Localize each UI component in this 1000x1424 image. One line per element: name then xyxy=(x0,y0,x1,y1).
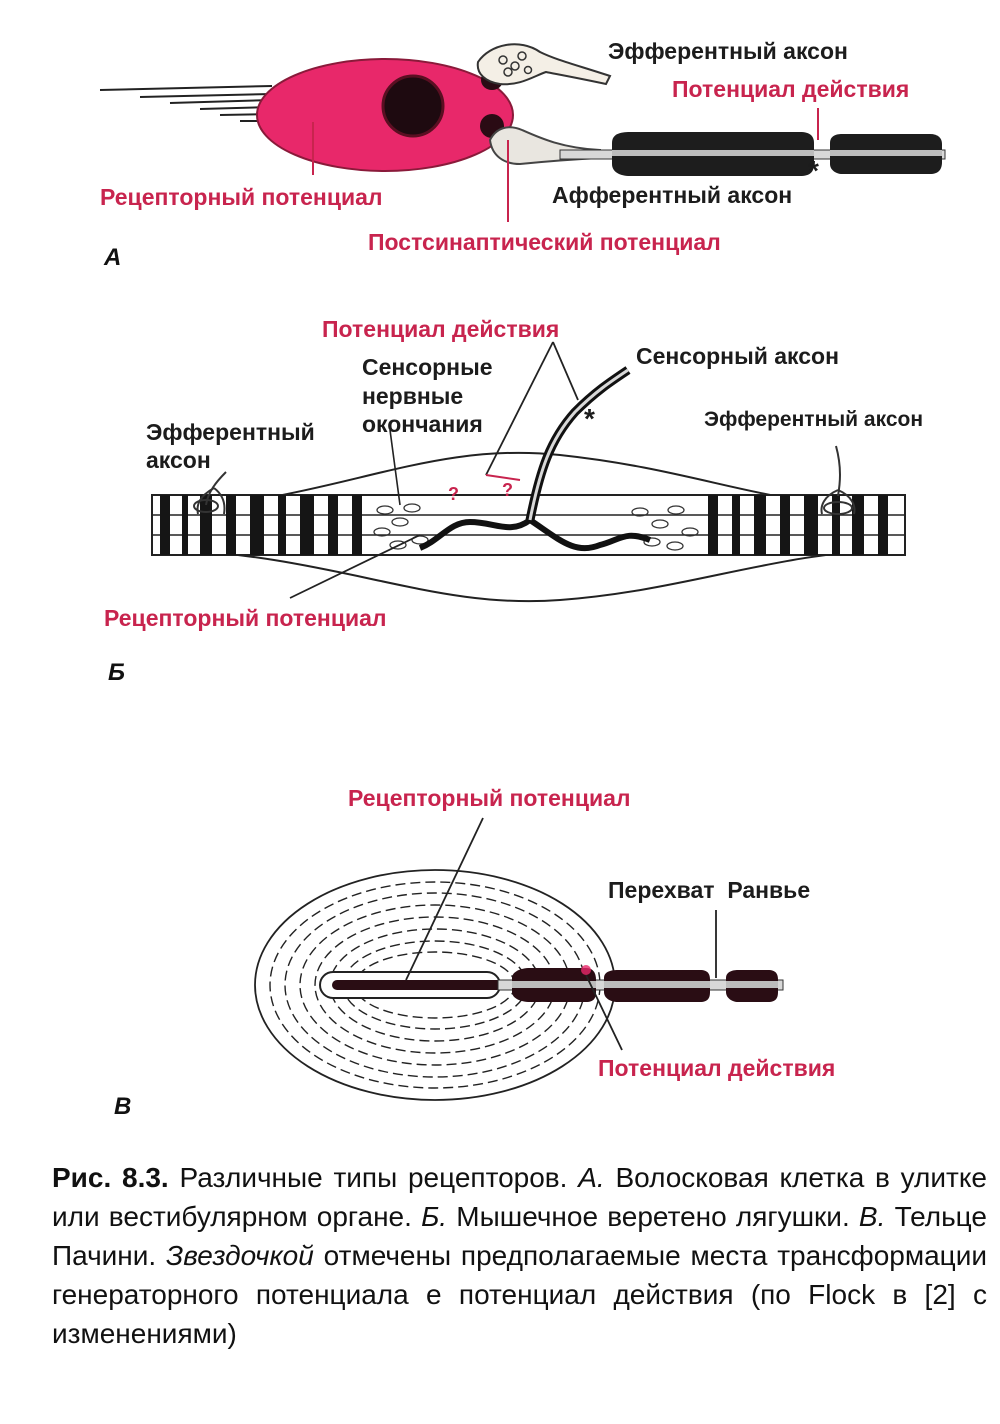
caption-text-3: Мышечное веретено лягушки. xyxy=(447,1201,859,1232)
label-action-potential-a: Потенциал действия xyxy=(672,76,909,102)
label-efferent-axon-left-2: аксон xyxy=(146,447,211,473)
label-efferent-axon-left-1: Эфферентный xyxy=(146,419,315,445)
asterisk-b: * xyxy=(584,403,595,434)
label-receptor-potential-c: Рецепторный потенциал xyxy=(348,785,631,811)
caption-star-word: Звездочкой xyxy=(166,1240,314,1271)
question-mark-1: ? xyxy=(448,484,459,504)
label-sensory-axon: Сенсорный аксон xyxy=(636,343,839,369)
label-efferent-axon-a: Эфферентный аксон xyxy=(608,38,848,64)
asterisk-a: * xyxy=(808,155,819,186)
striations-right xyxy=(708,495,888,555)
label-node-ranvier: Перехват Ранвье xyxy=(608,877,810,903)
label-receptor-potential-b: Рецепторный потенциал xyxy=(104,605,387,631)
label-afferent-axon-a: Афферентный аксон xyxy=(552,182,792,208)
question-mark-2: ? xyxy=(502,480,513,500)
label-postsynaptic-potential-a: Постсинаптический потенциал xyxy=(368,229,721,255)
label-sensory-endings-3: окончания xyxy=(362,411,483,437)
panel-letter-b: Б xyxy=(108,659,125,686)
efferent-terminal xyxy=(476,43,612,86)
efferent-terminal-right xyxy=(820,445,856,515)
panel-b-muscle-spindle: Потенциал действия Сенсорные нервные око… xyxy=(104,316,923,686)
sensory-ending-left xyxy=(418,517,532,551)
caption-text-1: Различные типы рецепторов. xyxy=(168,1162,579,1193)
efferent-terminal-left xyxy=(193,471,227,515)
figure-caption: Рис. 8.3. Различные типы рецепторов. А. … xyxy=(52,1158,987,1353)
caption-text-5: отмечены предполагаемые места трансформа… xyxy=(52,1240,987,1349)
nucleus xyxy=(381,74,445,138)
muscle-fiber-band xyxy=(151,494,906,556)
label-receptor-potential-a: Рецепторный потенциал xyxy=(100,184,383,210)
caption-b-mark: Б. xyxy=(421,1201,448,1232)
panel-letter-a: А xyxy=(103,244,121,271)
caption-a-mark: А. xyxy=(578,1162,605,1193)
label-sensory-endings-1: Сенсорные xyxy=(362,354,493,380)
caption-c-mark: В. xyxy=(858,1201,886,1232)
striations-left xyxy=(160,495,362,555)
label-efferent-axon-right: Эфферентный аксон xyxy=(704,408,923,431)
caption-text-2: Волосковая клетка в улитке или вестибуля… xyxy=(52,1162,987,1232)
label-action-potential-b: Потенциал действия xyxy=(322,316,559,342)
caption-fig-label: Рис. 8.3. xyxy=(52,1162,169,1193)
panel-c-pacinian-corpuscle: Рецепторный потенциал Перехват Ранвье По… xyxy=(114,785,835,1120)
panel-a-hair-cell: Эфферентный аксон Потенциал действия * Р… xyxy=(99,38,946,271)
action-potential-site xyxy=(581,965,591,975)
label-action-potential-c: Потенциал действия xyxy=(598,1055,835,1081)
receptor-types-figure: Эфферентный аксон Потенциал действия * Р… xyxy=(99,38,946,1120)
sensory-ending-right xyxy=(528,517,652,552)
caption-text-4: Тельце Пачини. xyxy=(52,1201,987,1271)
nerve-ending xyxy=(332,980,502,990)
stereocilia xyxy=(99,85,273,122)
label-sensory-endings-2: нервные xyxy=(362,383,463,409)
nuclei-cluster xyxy=(373,503,699,551)
panel-letter-c: В xyxy=(114,1093,131,1120)
